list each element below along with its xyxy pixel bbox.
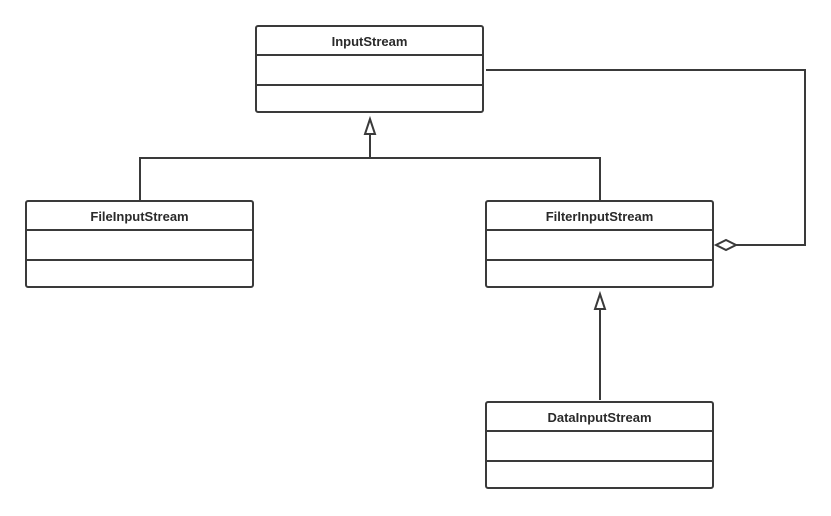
methods-compartment [257,86,482,111]
generalization-connector-filter-to-inputstream [370,157,601,200]
class-name: FilterInputStream [487,202,712,231]
attributes-compartment [27,231,252,261]
attributes-compartment [487,231,712,261]
aggregation-diamond [713,238,739,252]
class-name: InputStream [257,27,482,56]
class-name: DataInputStream [487,403,712,432]
methods-compartment [27,261,252,286]
methods-compartment [487,462,712,487]
aggregation-connector [486,69,806,246]
methods-compartment [487,261,712,286]
class-inputstream[interactable]: InputStream [255,25,484,113]
class-filterinputstream[interactable]: FilterInputStream [485,200,714,288]
generalization-connector-file-to-inputstream [139,134,371,200]
class-name: FileInputStream [27,202,252,231]
class-datainputstream[interactable]: DataInputStream [485,401,714,489]
attributes-compartment [487,432,712,462]
generalization-arrowhead-inputstream [363,115,377,135]
class-fileinputstream[interactable]: FileInputStream [25,200,254,288]
attributes-compartment [257,56,482,86]
generalization-arrowhead-filterinputstream [593,290,607,310]
